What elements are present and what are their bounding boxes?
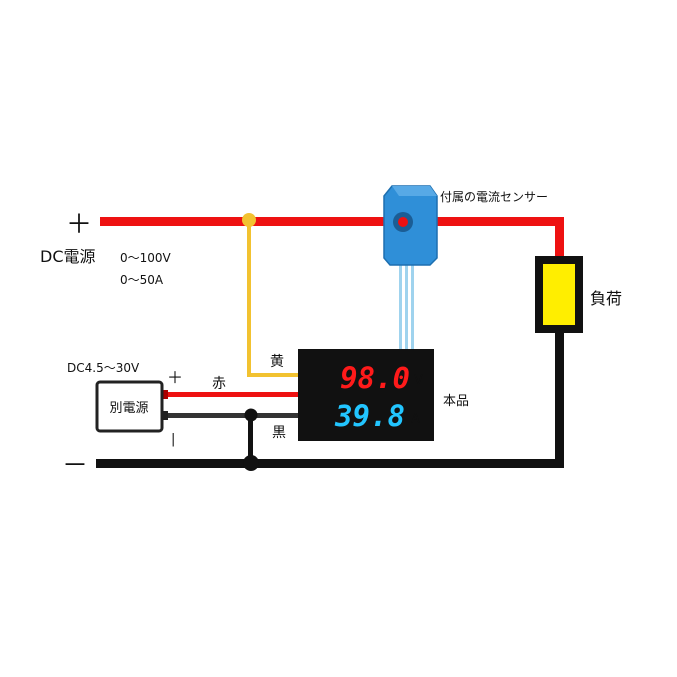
current-reading: 39.8 (334, 399, 405, 433)
main-plus-label: ＋ (66, 210, 92, 240)
negative-wire-from-load (555, 330, 564, 468)
yellow-junction-dot (242, 213, 256, 227)
aux-minus-label: | (171, 432, 175, 447)
voltage-unit: V (414, 373, 423, 388)
positive-wire-right (432, 217, 564, 226)
aux-black-junction (244, 408, 258, 422)
main-minus-label: － (62, 451, 88, 481)
aux-red-wire (165, 392, 299, 397)
sensor-top-face (392, 186, 437, 196)
yellow-wire-horizontal (247, 373, 299, 377)
sensor-label: 付属の電流センサー (440, 190, 548, 204)
aux-supply-frame (95, 380, 164, 433)
voltage-range-label: 0～100V (120, 251, 172, 265)
negative-line (96, 330, 564, 468)
positive-wire-to-load (555, 217, 564, 259)
voltage-reading: 98.0 (340, 361, 410, 395)
current-sensor (383, 185, 438, 266)
black-wire-label: 黒 (272, 425, 286, 441)
aux-black-wire (165, 413, 299, 418)
sensor-lead-2 (405, 262, 408, 352)
negative-wire (96, 459, 564, 468)
sensor-hole-wire (398, 217, 408, 227)
dc-source-label: DC電源 (40, 247, 96, 266)
yellow-sense-wire (242, 213, 299, 377)
aux-supply-label: 別電源 (109, 401, 148, 416)
aux-minus-terminal (162, 411, 168, 420)
aux-black-drop (248, 413, 253, 465)
load (535, 256, 583, 333)
aux-wires (162, 390, 299, 471)
current-unit: A (411, 412, 420, 427)
load-element (543, 264, 575, 325)
aux-supply-box (95, 380, 164, 433)
sensor-leads (399, 262, 414, 352)
sensor-lead-1 (399, 262, 402, 352)
red-wire-label: 赤 (212, 376, 226, 392)
aux-voltage-label: DC4.5～30V (67, 361, 140, 375)
meter-body (298, 349, 434, 441)
yellow-wire-label: 黄 (270, 353, 284, 370)
yellow-wire-vertical (247, 221, 251, 377)
ground-junction (243, 455, 259, 471)
aux-plus-terminal (162, 390, 168, 399)
meter: 98.0 V 39.8 A (298, 349, 434, 441)
current-range-label: 0～50A (120, 273, 164, 287)
sensor-lead-3 (411, 262, 414, 352)
aux-plus-label: ＋ (167, 368, 183, 387)
load-label: 負荷 (590, 289, 622, 308)
product-label: 本品 (443, 394, 469, 409)
